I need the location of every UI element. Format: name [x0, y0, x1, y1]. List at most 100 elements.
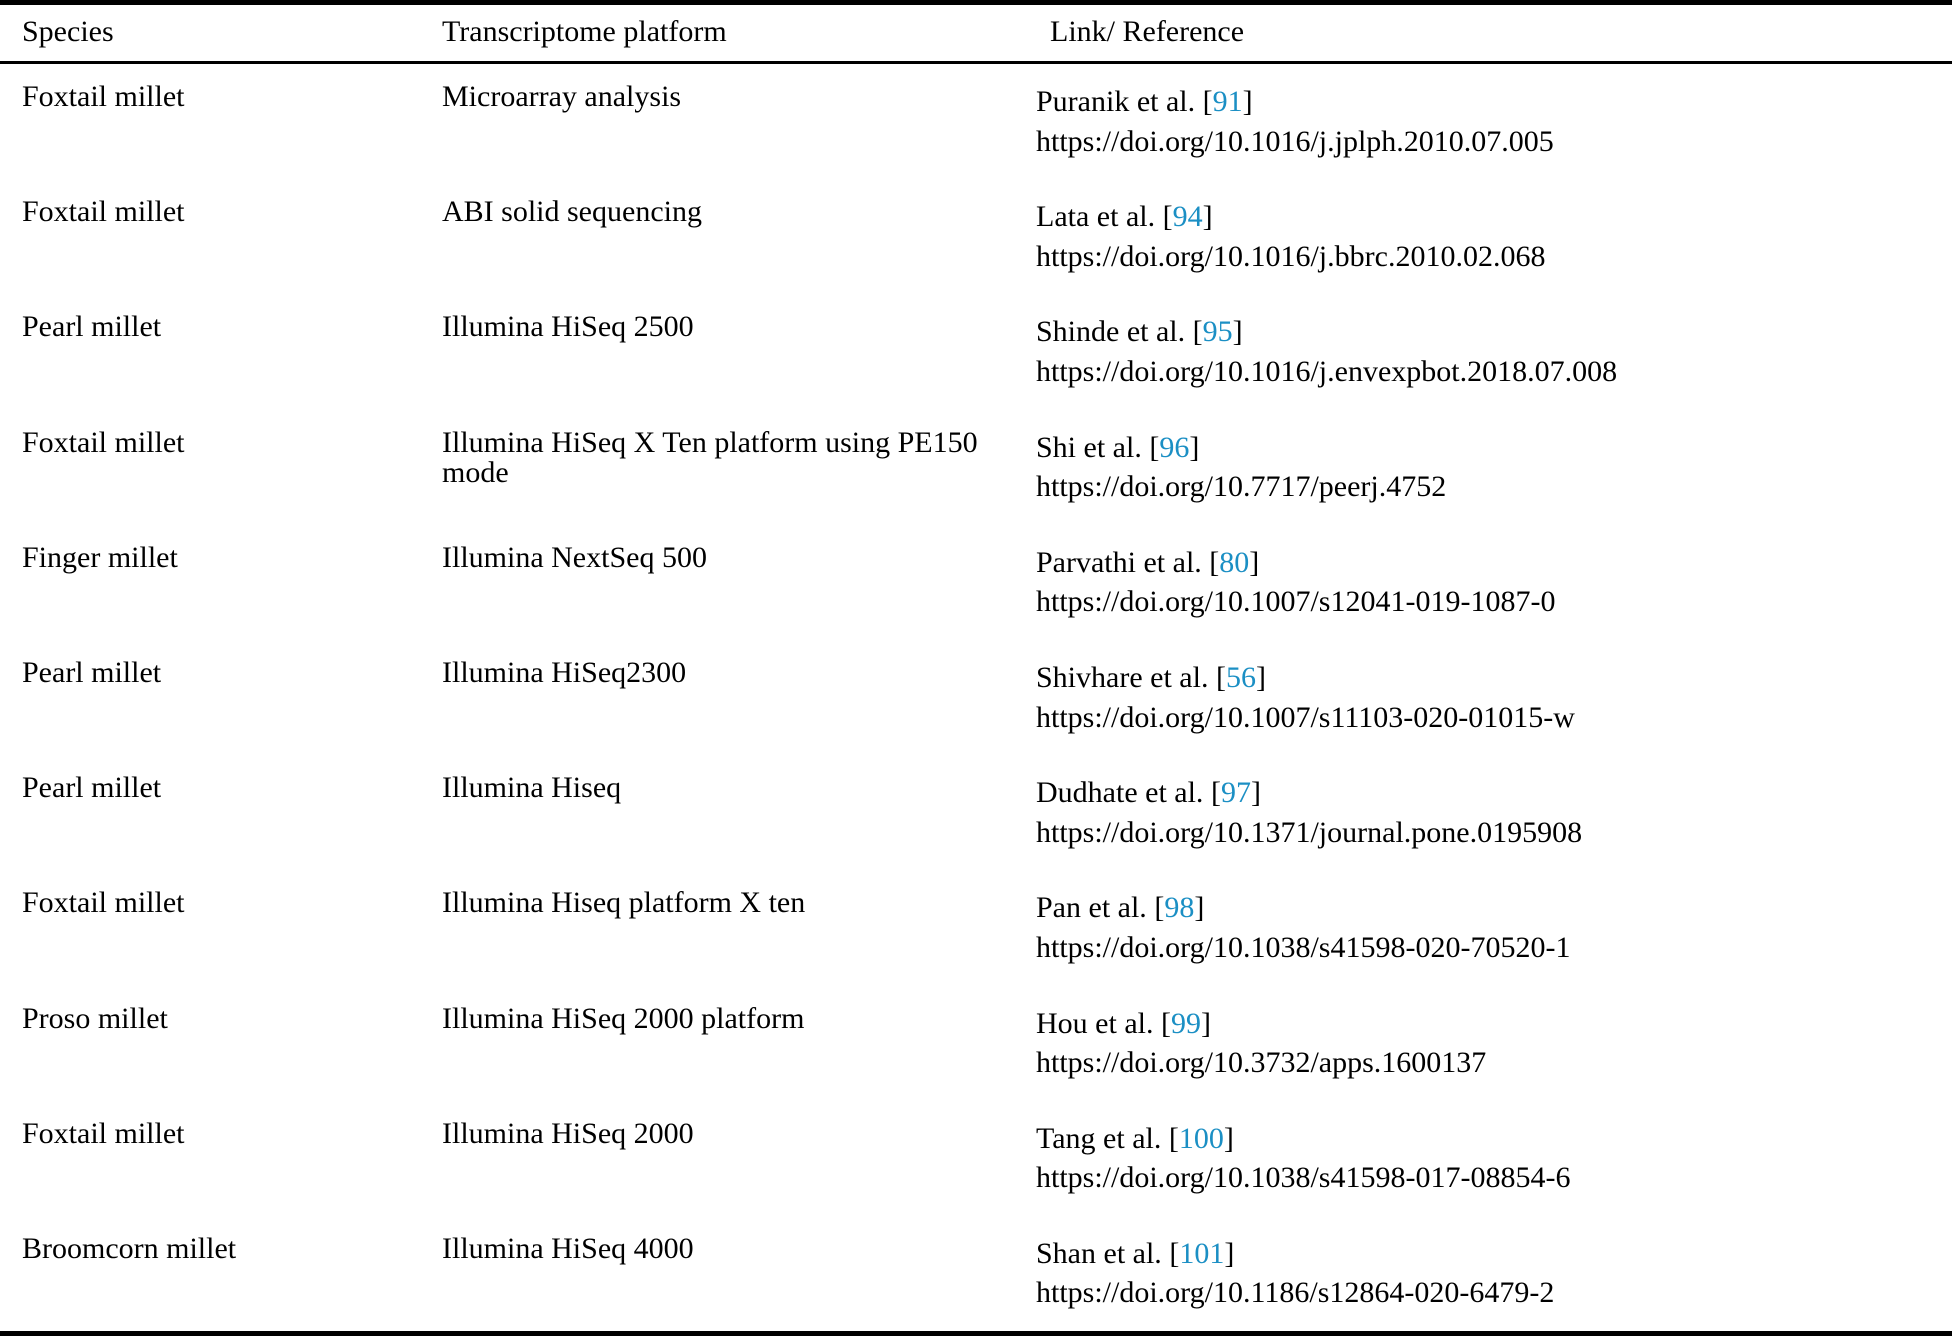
reference-bracket-open: [: [1149, 430, 1160, 464]
header-row: Species Transcriptome platform Link/ Ref…: [0, 2, 1952, 63]
cell-species: Foxtail millet: [22, 886, 185, 920]
cell-species: Pearl millet: [22, 655, 162, 689]
reference-bracket-close: ]: [1255, 660, 1266, 694]
reference-doi-url[interactable]: https://doi.org/10.1007/s11103-020-01015…: [1036, 700, 1575, 734]
reference-number-link[interactable]: 80: [1219, 545, 1250, 579]
cell-reference: Hou et al. [99]https://doi.org/10.3732/a…: [1028, 986, 1952, 1101]
reference-author: Shan et al.: [1036, 1236, 1162, 1270]
reference-doi-url[interactable]: https://doi.org/10.7717/peerj.4752: [1036, 470, 1447, 504]
reference-number-link[interactable]: 101: [1179, 1236, 1225, 1270]
reference-citation: Shi et al. [96]: [1036, 428, 1952, 468]
reference-bracket-open: [: [1210, 776, 1221, 810]
reference-number-link[interactable]: 99: [1170, 1006, 1201, 1040]
reference-bracket-open: [: [1154, 891, 1165, 925]
reference-doi-url[interactable]: https://doi.org/10.1038/s41598-020-70520…: [1036, 930, 1571, 964]
cell-reference: Shinde et al. [95]https://doi.org/10.101…: [1028, 294, 1952, 409]
reference-number-link[interactable]: 95: [1202, 315, 1233, 349]
cell-reference: Tang et al. [100]https://doi.org/10.1038…: [1028, 1101, 1952, 1216]
reference-number-link[interactable]: 91: [1212, 85, 1243, 118]
reference-number-link[interactable]: 94: [1172, 200, 1203, 234]
cell-platform: ABI solid sequencing: [442, 195, 702, 229]
table-row: Pearl millet Illumina Hiseq Dudhate et al.…: [0, 755, 1952, 870]
reference-author: Hou et al.: [1036, 1006, 1154, 1040]
reference-author: Pan et al.: [1036, 891, 1147, 925]
reference-citation: Shivhare et al. [56]: [1036, 658, 1952, 698]
cell-species: Foxtail millet: [22, 195, 185, 229]
cell-species: Pearl millet: [22, 771, 162, 805]
cell-platform: Illumina HiSeq X Ten platform using PE15…: [442, 425, 978, 489]
reference-doi-url[interactable]: https://doi.org/10.1371/journal.pone.019…: [1036, 815, 1583, 849]
reference-citation: Puranik et al. [91]: [1036, 82, 1952, 122]
reference-bracket-close: ]: [1224, 1236, 1235, 1270]
reference-citation: Dudhate et al. [97]: [1036, 773, 1952, 813]
column-header-reference: Link/ Reference: [1050, 15, 1245, 48]
reference-number-link[interactable]: 100: [1178, 1121, 1224, 1155]
reference-citation: Pan et al. [98]: [1036, 888, 1952, 928]
reference-author: Lata et al.: [1036, 200, 1156, 234]
reference-bracket-open: [: [1202, 85, 1213, 118]
reference-citation: Parvathi et al. [80]: [1036, 543, 1952, 583]
reference-doi-url[interactable]: https://doi.org/10.1016/j.jplph.2010.07.…: [1036, 124, 1554, 158]
cell-reference: Shi et al. [96]https://doi.org/10.7717/p…: [1028, 410, 1952, 525]
reference-number-link[interactable]: 96: [1159, 430, 1190, 464]
reference-bracket-close: ]: [1200, 1006, 1211, 1040]
reference-author: Dudhate et al.: [1036, 776, 1204, 810]
column-header-species: Species: [22, 15, 114, 48]
cell-platform: Illumina Hiseq platform X ten: [442, 886, 806, 920]
reference-doi-url[interactable]: https://doi.org/10.1186/s12864-020-6479-…: [1036, 1276, 1555, 1310]
table-row: Foxtail millet ABI solid sequencing Lata e…: [0, 179, 1952, 294]
reference-bracket-close: ]: [1249, 545, 1260, 579]
reference-citation: Shinde et al. [95]: [1036, 312, 1952, 352]
cell-reference: Shivhare et al. [56]https://doi.org/10.1…: [1028, 640, 1952, 755]
reference-citation: Tang et al. [100]: [1036, 1119, 1952, 1159]
reference-author: Parvathi et al.: [1036, 545, 1202, 579]
cell-species: Foxtail millet: [22, 1116, 185, 1150]
reference-doi-url[interactable]: https://doi.org/10.1038/s41598-017-08854…: [1036, 1161, 1571, 1195]
reference-author: Shi et al.: [1036, 430, 1142, 464]
cell-species: Broomcorn millet: [22, 1231, 237, 1265]
reference-author: Shinde et al.: [1036, 315, 1186, 349]
cell-reference: Dudhate et al. [97]https://doi.org/10.13…: [1028, 755, 1952, 870]
cell-species: Foxtail millet: [22, 80, 185, 113]
reference-bracket-close: ]: [1250, 776, 1261, 810]
reference-doi-url[interactable]: https://doi.org/10.1007/s12041-019-1087-…: [1036, 585, 1556, 619]
reference-citation: Shan et al. [101]: [1036, 1234, 1952, 1274]
reference-bracket-close: ]: [1242, 85, 1253, 118]
cell-reference: Parvathi et al. [80]https://doi.org/10.1…: [1028, 525, 1952, 640]
reference-bracket-open: [: [1192, 315, 1203, 349]
cell-reference: Lata et al. [94]https://doi.org/10.1016/…: [1028, 179, 1952, 294]
table-row: Foxtail millet Illumina Hiseq platform X …: [0, 870, 1952, 985]
reference-number-link[interactable]: 97: [1220, 776, 1251, 810]
cell-reference: Shan et al. [101]https://doi.org/10.1186…: [1028, 1216, 1952, 1334]
reference-doi-url[interactable]: https://doi.org/10.1016/j.bbrc.2010.02.0…: [1036, 239, 1546, 273]
reference-number-link[interactable]: 56: [1225, 660, 1256, 694]
reference-bracket-open: [: [1160, 1006, 1171, 1040]
reference-bracket-open: [: [1168, 1121, 1179, 1155]
reference-bracket-open: [: [1169, 1236, 1180, 1270]
cell-species: Finger millet: [22, 540, 178, 574]
cell-reference: Puranik et al. [91]https://doi.org/10.10…: [1028, 63, 1952, 180]
reference-bracket-open: [: [1209, 545, 1220, 579]
reference-doi-url[interactable]: https://doi.org/10.3732/apps.1600137: [1036, 1046, 1487, 1080]
table-row: Pearl millet Illumina HiSeq2300 Shivhare e…: [0, 640, 1952, 755]
reference-author: Tang et al.: [1036, 1121, 1162, 1155]
reference-citation: Hou et al. [99]: [1036, 1004, 1952, 1044]
reference-bracket-close: ]: [1189, 430, 1200, 464]
cell-platform: Illumina Hiseq: [442, 771, 622, 805]
reference-bracket-close: ]: [1223, 1121, 1234, 1155]
table-header: Species Transcriptome platform Link/ Ref…: [0, 2, 1952, 63]
reference-doi-url[interactable]: https://doi.org/10.1016/j.envexpbot.2018…: [1036, 354, 1618, 388]
cell-reference: Pan et al. [98]https://doi.org/10.1038/s…: [1028, 870, 1952, 985]
reference-number-link[interactable]: 98: [1164, 891, 1195, 925]
cell-platform: Illumina HiSeq2300: [442, 655, 687, 689]
reference-citation: Lata et al. [94]: [1036, 197, 1952, 237]
cell-platform: Illumina HiSeq 2000: [442, 1116, 694, 1150]
